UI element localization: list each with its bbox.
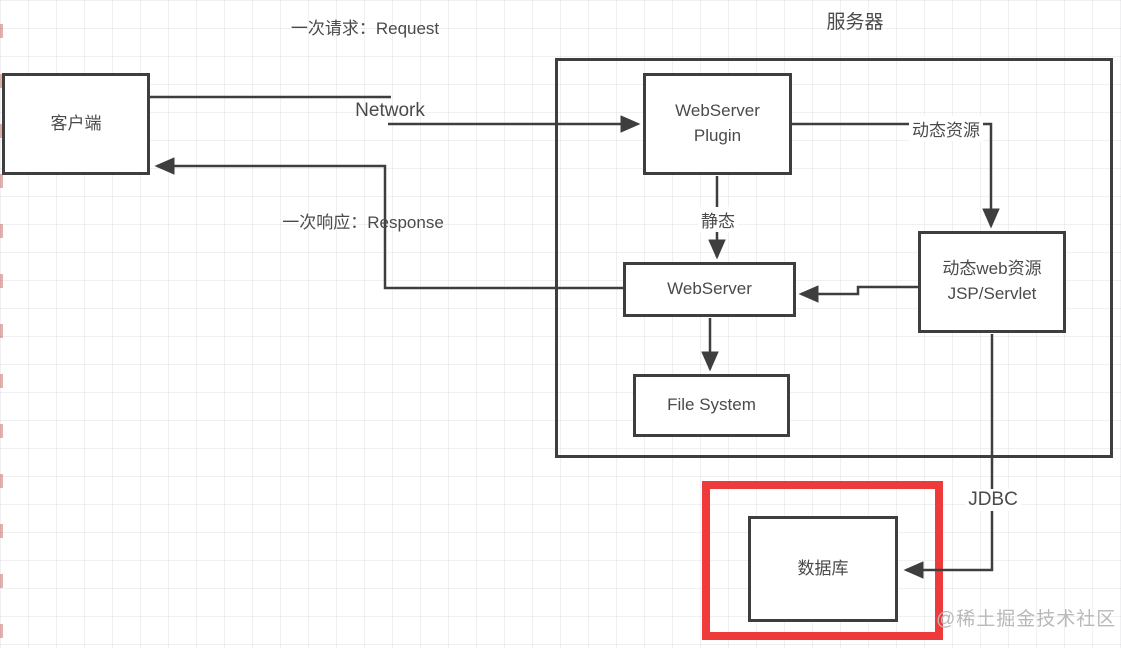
watermark-label: @稀土掘金技术社区 <box>936 609 1117 630</box>
static-flow-label: 静态 <box>698 207 738 232</box>
client-node: 客户端 <box>2 73 150 175</box>
dynamic-web-resource-label-line1: 动态web资源 <box>942 259 1042 279</box>
filesystem-label: File System <box>667 395 756 415</box>
webserver-label: WebServer <box>667 279 752 299</box>
response-label: 一次响应：Response <box>282 213 444 232</box>
webserver-plugin-label-line1: WebServer <box>675 101 760 121</box>
jdbc-label: JDBC <box>965 489 1021 511</box>
database-label: 数据库 <box>797 558 849 578</box>
left-edge-red-ticks <box>0 0 3 648</box>
database-node: 数据库 <box>748 516 898 622</box>
webserver-plugin-label-line2: Plugin <box>693 126 742 145</box>
client-label: 客户端 <box>50 113 102 133</box>
dynamic-resource-label: 动态资源 <box>909 116 983 141</box>
server-title-label: 服务器 <box>826 12 884 33</box>
webserver-node: WebServer <box>623 262 796 317</box>
dynamic-web-resource-node: 动态web资源 JSP/Servlet <box>918 231 1066 333</box>
network-label: Network <box>355 100 425 121</box>
request-label: 一次请求：Request <box>290 19 440 38</box>
dynamic-web-resource-label-line2: JSP/Servlet <box>947 284 1037 303</box>
filesystem-node: File System <box>633 374 790 437</box>
webserver-plugin-node: WebServer Plugin <box>643 73 792 175</box>
